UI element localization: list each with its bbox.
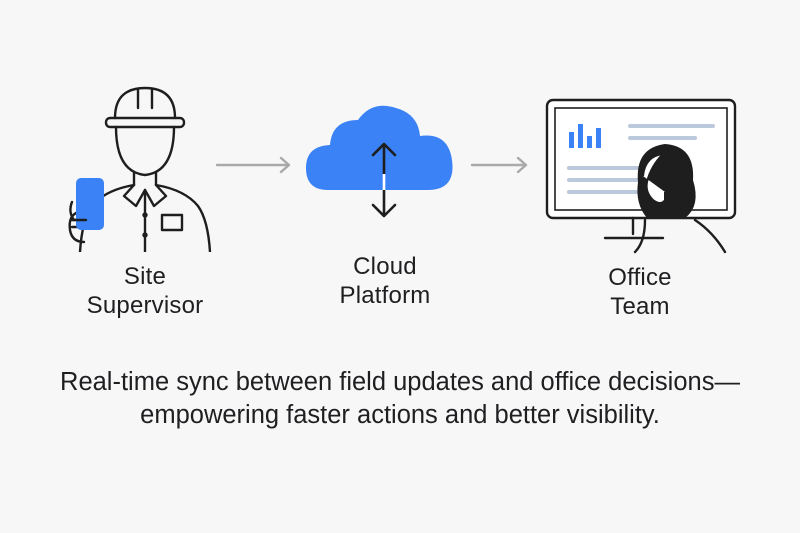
cloud-platform-node xyxy=(300,98,470,228)
cloud-platform-label-line2: Platform xyxy=(339,282,431,309)
arrow-right-icon xyxy=(215,156,291,174)
cloud-platform-label-line1: Cloud xyxy=(353,253,417,280)
site-supervisor-label-line1: Site xyxy=(123,263,167,290)
cloud-platform-label: Cloud Platform xyxy=(290,252,480,310)
arrow-right-icon xyxy=(470,156,528,174)
office-team-node xyxy=(535,96,745,256)
office-team-label-line2: Team xyxy=(610,293,670,320)
construction-worker-icon xyxy=(68,86,212,252)
site-supervisor-label: Site Supervisor xyxy=(40,262,250,320)
site-supervisor-label-line2: Supervisor xyxy=(86,292,204,319)
office-monitor-icon xyxy=(545,98,737,254)
cloud-sync-icon xyxy=(306,105,453,218)
site-supervisor-node xyxy=(50,80,240,252)
office-team-label: Office Team xyxy=(540,263,740,321)
office-team-label-line1: Office xyxy=(608,264,672,291)
caption-text: Real-time sync between field updates and… xyxy=(60,368,740,429)
